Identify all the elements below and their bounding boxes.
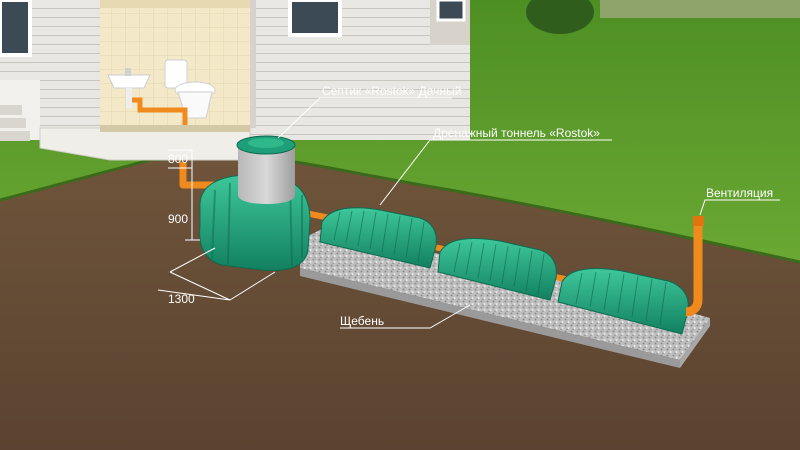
dimension-lines: [157, 149, 276, 301]
drainage-tunnel: [319, 207, 437, 269]
label-gravel: Щебень: [340, 314, 384, 328]
window: [288, 0, 342, 37]
septic-tank: [199, 135, 311, 271]
window: [436, 0, 466, 22]
porch-steps: [0, 105, 30, 141]
leader-lines: [277, 97, 780, 329]
path-strip: [600, 0, 800, 18]
sink: [107, 68, 151, 108]
label-tunnel: Дренажный тоннель «Rostok»: [433, 126, 600, 140]
outlet-pipe: [179, 162, 215, 189]
drain-pipe-indoor: [132, 97, 188, 125]
house: [0, 0, 470, 161]
dimension-width: 1300: [168, 292, 195, 306]
label-septic: Септик «Rostok» Дачный: [322, 84, 461, 98]
drainage-tunnel: [437, 238, 557, 301]
septic-neck: [238, 145, 295, 204]
dimension-height: 900: [168, 212, 188, 226]
label-ventilation: Вентиляция: [706, 186, 773, 200]
ventilation-pipe: [685, 216, 704, 317]
window: [0, 0, 32, 57]
bush: [526, 0, 594, 34]
dimension-depth: 800: [168, 152, 188, 166]
